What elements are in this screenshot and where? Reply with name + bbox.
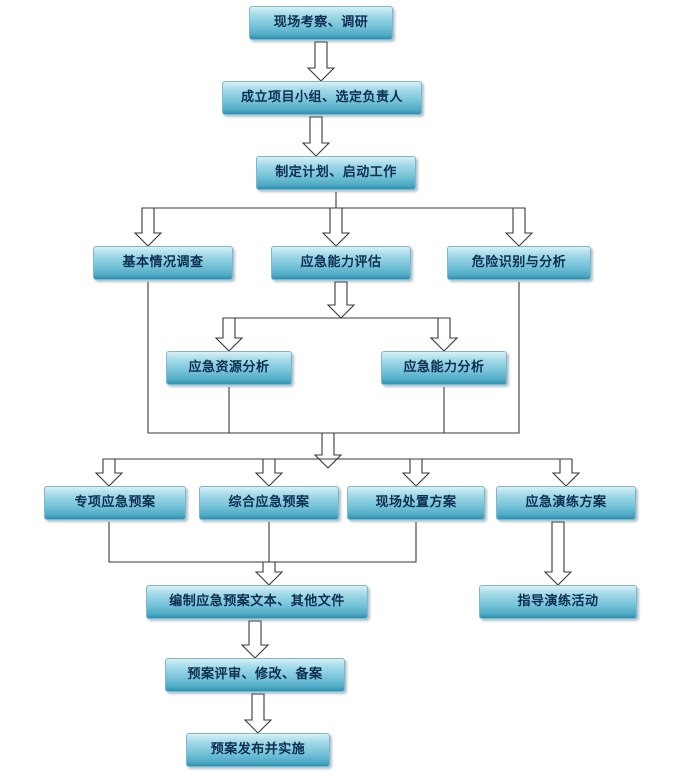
node-label: 指导演练活动 [517, 593, 599, 609]
node-label: 成立项目小组、选定负责人 [240, 89, 403, 105]
node-label: 现场考察、调研 [273, 14, 369, 30]
node-compile-plan-text-documents[interactable]: 编制应急预案文本、其他文件 [146, 585, 368, 619]
line-n9-merge2 [108, 522, 115, 563]
arrow-n5-down [326, 281, 356, 319]
line-n11-merge2 [410, 522, 417, 563]
node-label: 编制应急预案文本、其他文件 [169, 593, 345, 609]
arrow-n12-n14 [543, 521, 573, 586]
line-n4-merge1 [147, 282, 154, 434]
node-special-emergency-plan[interactable]: 专项应急预案 [44, 486, 186, 520]
node-label: 专项应急预案 [74, 494, 156, 510]
arrow-merge2-n13 [254, 561, 284, 586]
node-form-project-team[interactable]: 成立项目小组、选定负责人 [222, 81, 422, 115]
node-label: 危险识别与分析 [471, 254, 567, 270]
node-plan-review-revise-file[interactable]: 预案评审、修改、备案 [165, 658, 345, 692]
arrow-n3-n5 [321, 207, 351, 247]
arrow-n3-n4 [133, 207, 163, 247]
node-label: 现场处置方案 [375, 494, 457, 510]
node-on-site-disposal-plan[interactable]: 现场处置方案 [347, 486, 485, 520]
arrow-plans-n11 [401, 458, 431, 487]
node-make-plan-start-work[interactable]: 制定计划、启动工作 [256, 156, 416, 190]
arrow-n13-n15 [240, 620, 270, 659]
node-label: 综合应急预案 [228, 494, 310, 510]
node-label: 基本情况调查 [122, 254, 204, 270]
node-emergency-capability-analysis[interactable]: 应急能力分析 [381, 351, 507, 385]
arrow-plans-n9 [94, 458, 124, 487]
node-emergency-drill-plan[interactable]: 应急演练方案 [496, 486, 636, 520]
node-hazard-identification-analysis[interactable]: 危险识别与分析 [447, 246, 591, 280]
node-label: 制定计划、启动工作 [275, 164, 397, 180]
node-label: 应急资源分析 [188, 359, 270, 375]
node-label: 应急能力评估 [300, 254, 382, 270]
arrow-merge1-down [313, 432, 343, 469]
node-comprehensive-emergency-plan[interactable]: 综合应急预案 [199, 486, 339, 520]
node-emergency-capability-assessment[interactable]: 应急能力评估 [271, 246, 411, 280]
arrow-n3-n6 [504, 207, 534, 247]
line-n6-merge1 [513, 282, 520, 434]
node-site-survey[interactable]: 现场考察、调研 [249, 6, 393, 40]
arrow-n15-n16 [243, 693, 273, 734]
node-guide-drill-activities[interactable]: 指导演练活动 [479, 585, 637, 619]
node-plan-release-implement[interactable]: 预案发布并实施 [186, 733, 330, 767]
arrow-plans-n10 [254, 458, 284, 487]
node-label: 应急演练方案 [525, 494, 607, 510]
arrow-sub-n7 [214, 317, 244, 352]
arrow-n2-n3 [301, 116, 331, 157]
node-label: 应急能力分析 [403, 359, 485, 375]
node-label: 预案发布并实施 [210, 741, 306, 757]
node-emergency-resource-analysis[interactable]: 应急资源分析 [166, 351, 292, 385]
node-label: 预案评审、修改、备案 [187, 666, 323, 682]
arrow-sub-n8 [429, 317, 459, 352]
arrow-n1-n2 [306, 41, 336, 82]
arrow-plans-n12 [551, 458, 581, 487]
node-basic-situation-survey[interactable]: 基本情况调查 [93, 246, 233, 280]
